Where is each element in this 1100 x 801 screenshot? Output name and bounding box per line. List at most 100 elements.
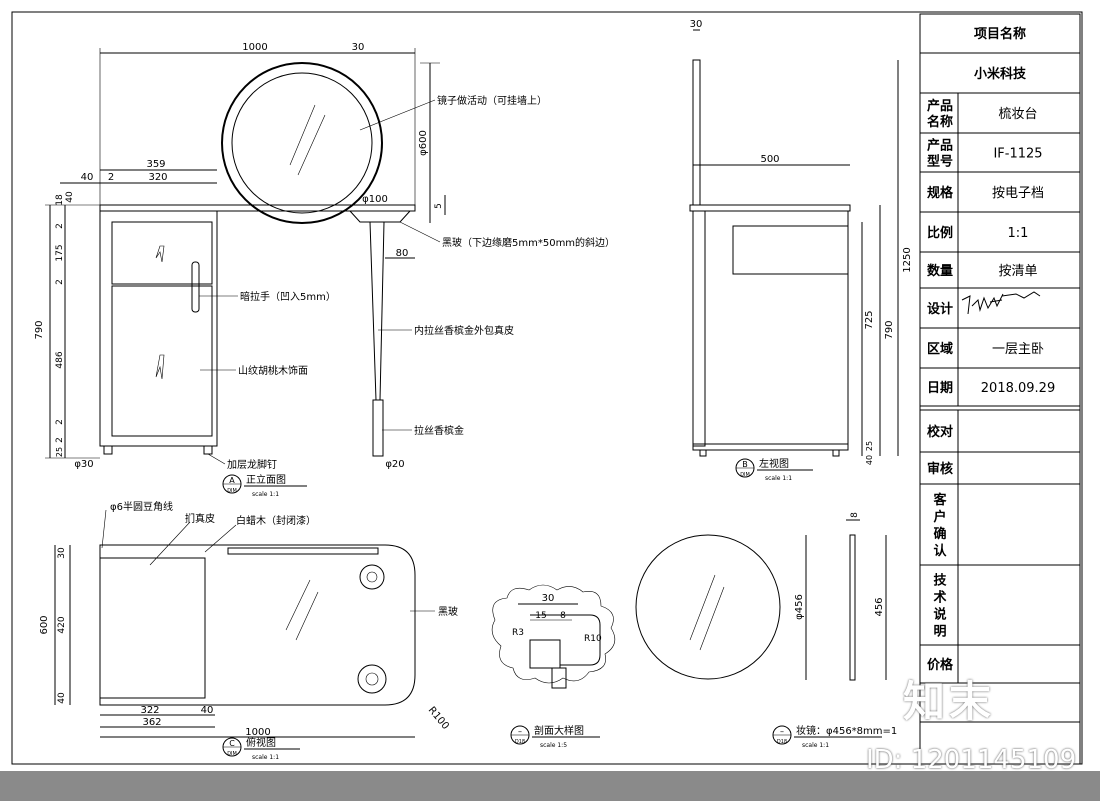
side-view: 30 500 1250 790 725 25 40 B DIM 左视图 scal…: [689, 19, 913, 482]
mirror-glare-icon-2: [689, 574, 725, 651]
watermark-logo: 知末: [903, 677, 996, 726]
svg-text:40: 40: [81, 172, 94, 183]
tb-check-label: 审核: [927, 461, 953, 477]
svg-text:C: C: [229, 739, 235, 748]
tb-row-value: 梳妆台: [998, 107, 1037, 122]
svg-text:359: 359: [146, 159, 165, 170]
tb-check-label-char: 确: [933, 526, 946, 542]
svg-text:790: 790: [34, 320, 45, 339]
note-leg: 拉丝香槟金: [414, 424, 464, 437]
svg-text:φ20: φ20: [385, 459, 404, 470]
svg-text:1000: 1000: [245, 727, 270, 738]
svg-text:2: 2: [108, 172, 114, 183]
svg-text:40: 40: [57, 692, 67, 704]
top-outline: [99, 544, 416, 706]
svg-text:妆镜：φ456*8mm=1: 妆镜：φ456*8mm=1: [796, 724, 897, 737]
note-wood: 白蜡木（封闭漆）: [236, 514, 316, 527]
svg-text:25: 25: [55, 447, 64, 457]
front-view-label: A DIM 正立面图 scale 1:1: [222, 473, 307, 498]
detail-label: – D18 剖面大样图 scale 1:5: [510, 724, 600, 749]
note-panel: 山纹胡桃木饰面: [238, 364, 308, 377]
tb-row-label: 名称: [927, 114, 953, 130]
dim-front-width: 1000: [242, 42, 267, 53]
svg-text:8: 8: [850, 512, 860, 518]
svg-text:scale 1:1: scale 1:1: [765, 475, 792, 482]
side-cabinet-pattern: [704, 210, 849, 445]
svg-text:80: 80: [396, 248, 409, 259]
tb-row-value: 按清单: [998, 264, 1037, 279]
svg-text:D18: D18: [777, 739, 787, 745]
note-leg-inner: 内拉丝香槟金外包真皮: [414, 324, 514, 337]
front-mirror-outer: [221, 62, 383, 224]
front-mirror-inner: [231, 72, 373, 214]
tb-row-value: IF-1125: [993, 147, 1042, 162]
svg-text:1250: 1250: [902, 247, 913, 272]
svg-text:DIM: DIM: [227, 488, 237, 494]
note-glass: 黑玻: [438, 605, 458, 618]
tb-row-label: 规格: [927, 185, 954, 201]
svg-text:R3: R3: [512, 628, 524, 638]
svg-text:30: 30: [690, 19, 703, 30]
svg-text:D18: D18: [515, 739, 525, 745]
svg-text:R100: R100: [426, 705, 451, 732]
svg-text:30: 30: [542, 593, 555, 604]
svg-text:–: –: [780, 727, 784, 736]
front-view: 1000 30 359 40 2 320 790 18 40 2 175 2 4…: [34, 42, 615, 498]
note-mirror: 镜子做活动（可挂墙上）: [437, 94, 547, 107]
tb-check-label: 价格: [927, 657, 954, 673]
top-view-label: C DIM 俯视图 scale 1:1: [222, 736, 300, 761]
front-top-surface: [99, 204, 416, 212]
designer-signature-icon: [961, 291, 1041, 315]
svg-text:–: –: [518, 727, 522, 736]
svg-text:40: 40: [65, 191, 75, 203]
svg-text:R10: R10: [584, 634, 602, 644]
side-drawer: [732, 225, 849, 275]
footer-bar: [0, 771, 1100, 801]
tb-check-label-char: 户: [933, 509, 946, 525]
tb-row-value: 按电子档: [992, 186, 1044, 201]
svg-text:30: 30: [57, 547, 67, 559]
svg-text:scale 1:1: scale 1:1: [252, 754, 279, 761]
svg-text:φ456: φ456: [794, 594, 805, 620]
svg-text:2: 2: [55, 279, 65, 285]
svg-text:725: 725: [864, 310, 875, 329]
tb-row-label: 产品: [927, 138, 953, 154]
front-cabinet: [99, 210, 218, 447]
mirror-view-label: – D18 妆镜：φ456*8mm=1 scale 1:1: [772, 724, 897, 749]
svg-text:175: 175: [55, 244, 65, 261]
svg-text:40: 40: [865, 455, 874, 465]
mirror-view: 8 φ456 456 – D18 妆镜：φ456*8mm=1 scale 1:1: [635, 512, 897, 749]
mirror-glare-icon: [289, 104, 326, 176]
svg-text:正立面图: 正立面图: [246, 473, 286, 486]
svg-text:B: B: [742, 460, 748, 469]
tb-row-label: 区域: [927, 341, 953, 357]
svg-text:φ600: φ600: [418, 130, 429, 156]
note-foot: 加层龙脚钉: [227, 458, 277, 471]
svg-text:scale 1:1: scale 1:1: [252, 491, 279, 498]
svg-text:600: 600: [39, 615, 50, 634]
mirror-circle: [635, 534, 781, 680]
section-detail: 30 15 8 R3 R10 – D18 剖面大样图 scale 1:5: [491, 584, 616, 749]
tb-row-label: 数量: [927, 263, 953, 279]
tb-row-label: 产品: [927, 98, 953, 114]
project-name-label: 项目名称: [974, 26, 1026, 42]
svg-text:8: 8: [560, 611, 566, 621]
tb-row-label: 日期: [927, 381, 953, 396]
svg-text:A: A: [229, 476, 235, 485]
top-view: 600 30 420 40 322 40 362 1000 R100 φ6半圆豆…: [39, 500, 458, 761]
svg-text:420: 420: [57, 616, 67, 633]
tb-row-value: 1:1: [1008, 226, 1029, 241]
tb-row-value: 2018.09.29: [981, 381, 1055, 396]
tb-check-label-char: 技: [933, 573, 947, 589]
svg-text:DIM: DIM: [227, 751, 237, 757]
svg-text:15: 15: [535, 611, 546, 621]
svg-text:320: 320: [148, 172, 167, 183]
svg-text:2: 2: [55, 223, 65, 229]
side-mirror: [692, 59, 701, 206]
tb-row-value: 一层主卧: [992, 342, 1044, 357]
watermark-id: ID: 1201145109: [866, 745, 1077, 775]
svg-text:40: 40: [201, 705, 214, 716]
note-edge: φ6半圆豆角线: [110, 500, 173, 513]
